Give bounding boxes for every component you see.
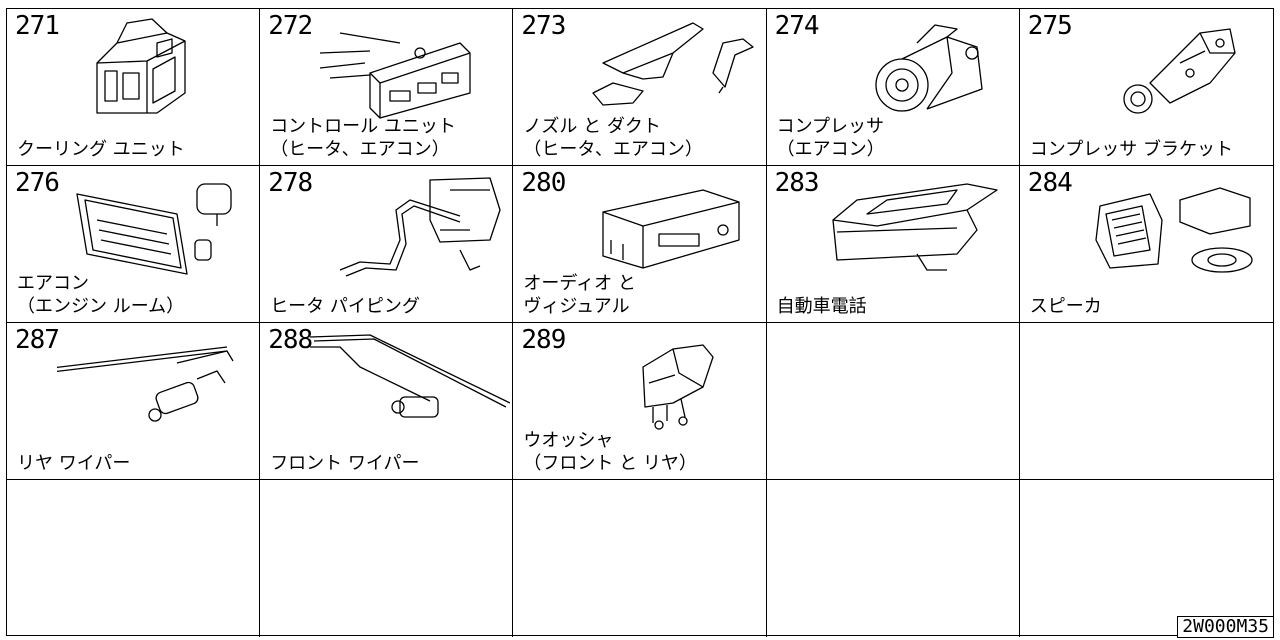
part-label: エアコン （エンジン ルーム） [17, 273, 185, 317]
part-label: オーディオ と ヴィジュアル [523, 273, 636, 317]
part-number: 280 [521, 168, 566, 198]
empty-cell [7, 480, 261, 637]
part-number: 278 [268, 168, 313, 198]
part-number: 271 [15, 11, 60, 41]
part-label: スピーカ [1029, 296, 1102, 317]
part-number: 276 [15, 168, 60, 198]
car-phone-icon [817, 170, 1017, 282]
part-label: コンプレッサ （エアコン） [776, 116, 885, 160]
part-label: 自動車電話 [776, 296, 867, 317]
speaker-icon [1070, 170, 1270, 282]
part-label: ヒータ パイピング [270, 296, 420, 317]
part-number: 273 [521, 11, 566, 41]
part-label: リヤ ワイパー [17, 453, 131, 474]
part-cell-278[interactable]: 278 ヒータ パイピング [260, 166, 514, 323]
part-cell-288[interactable]: 288 フロント ワイパー [260, 323, 514, 480]
empty-cell [1019, 323, 1273, 480]
empty-cell [767, 480, 1020, 637]
part-number: 288 [268, 325, 313, 355]
part-cell-283[interactable]: 283 自動車電話 [766, 166, 1020, 323]
part-cell-273[interactable]: 273 ノズル と ダクト （ヒータ、エアコン） [513, 9, 767, 166]
part-label: フロント ワイパー [270, 453, 420, 474]
part-cell-284[interactable]: 284 スピーカ [1019, 166, 1273, 323]
front-wiper-icon [310, 327, 511, 439]
part-number: 275 [1027, 11, 1073, 41]
part-number: 287 [15, 325, 60, 355]
part-cell-274[interactable]: 274 コンプレッサ （エアコン） [766, 9, 1020, 166]
part-cell-272[interactable]: 272 コントロール ユニット （ヒータ、エアコン） [260, 9, 514, 166]
washer-icon [563, 327, 763, 439]
rear-wiper-icon [26, 327, 257, 439]
empty-cell [1020, 480, 1273, 637]
compressor-bracket-icon [1070, 13, 1270, 125]
part-cell-280[interactable]: 280 オーディオ と ヴィジュアル [513, 166, 767, 323]
compressor-icon [817, 13, 1017, 125]
part-cell-276[interactable]: 276 エアコン （エンジン ルーム） [7, 166, 261, 323]
part-number: 289 [521, 325, 566, 355]
audio-visual-icon [563, 170, 763, 282]
part-label: コントロール ユニット （ヒータ、エアコン） [270, 116, 456, 160]
part-number: 274 [774, 11, 820, 41]
nozzle-duct-icon [563, 13, 763, 125]
empty-cell [513, 480, 767, 637]
part-cell-271[interactable]: 271 クーリング ユニット [7, 9, 261, 166]
heater-piping-icon [310, 170, 510, 282]
part-cell-289[interactable]: 289 ウオッシャ （フロント と リヤ） [513, 323, 767, 480]
control-unit-icon [310, 13, 510, 125]
part-cell-287[interactable]: 287 リヤ ワイパー [7, 323, 261, 480]
empty-cell [260, 480, 514, 637]
part-label: ウオッシャ （フロント と リヤ） [523, 430, 697, 474]
parts-catalog-grid: 271 クーリング ユニット 272 [6, 8, 1274, 637]
part-label: ノズル と ダクト （ヒータ、エアコン） [523, 116, 703, 160]
diagram-code: 2W000M35 [1177, 616, 1274, 638]
part-number: 272 [268, 11, 313, 41]
cooling-unit-icon [57, 13, 257, 125]
aircon-engine-room-icon [57, 170, 257, 282]
empty-cell [766, 323, 1020, 480]
part-cell-275[interactable]: 275 コンプレッサ ブラケット [1019, 9, 1273, 166]
part-number: 284 [1027, 168, 1073, 198]
part-number: 283 [774, 168, 820, 198]
part-label: クーリング ユニット [17, 139, 185, 160]
part-label: コンプレッサ ブラケット [1029, 139, 1233, 160]
